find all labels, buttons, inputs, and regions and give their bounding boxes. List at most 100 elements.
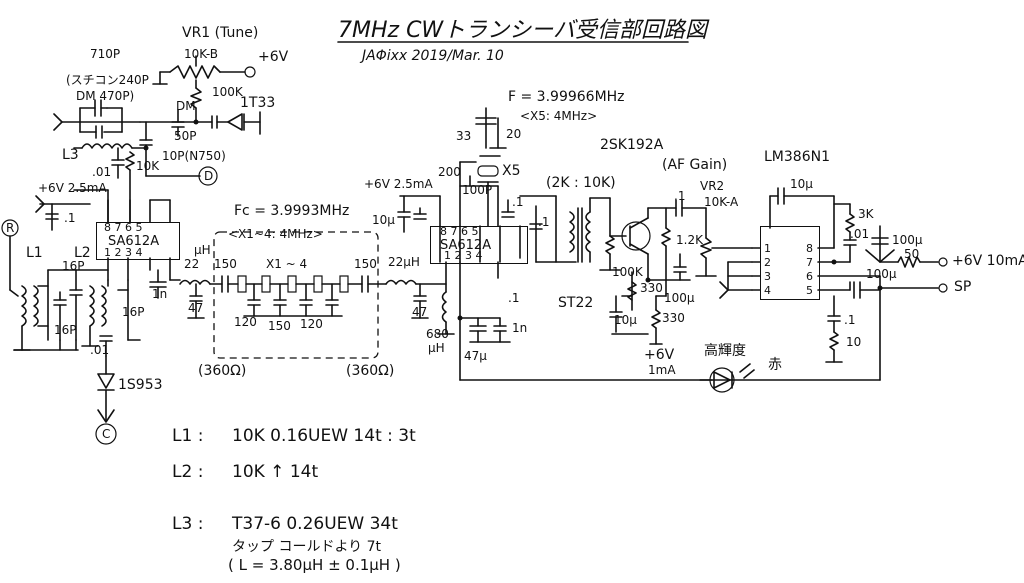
note-l2-value: 10K ↑ 14t <box>232 462 319 482</box>
c1-mid-a-label: .1 <box>512 195 524 209</box>
l3-label: L3 <box>62 147 79 163</box>
lm386-pin7: 7 <box>806 256 813 269</box>
c150p-b-label: 150 <box>354 257 377 271</box>
fc-label: Fc = 3.9993MHz <box>234 203 350 219</box>
r100k-fet-label: 100K <box>612 265 643 279</box>
c710p-label: 710P <box>90 47 121 61</box>
c1-mid-b-label: .1 <box>538 215 550 229</box>
c1-lm-label: .1 <box>844 313 856 327</box>
ind-680-label: 680 <box>426 327 449 341</box>
c1-left-label: .1 <box>64 211 76 225</box>
note-l3-inductance: ( L = 3.80μH ± 0.1μH ) <box>228 556 401 574</box>
ic-sa612a-1 <box>96 222 180 260</box>
c10u-lm-label: 10μ <box>790 177 813 191</box>
fet-label: 2SK192A <box>600 137 664 153</box>
author-date: JAΦixx 2019/Mar. 10 <box>362 48 504 64</box>
c01-bottom-label: .01 <box>90 343 110 357</box>
c120p-a-label: 120 <box>234 315 257 329</box>
c1n-left-label: 1n <box>152 287 168 301</box>
lm386-pin8: 8 <box>806 242 813 255</box>
note-l3-name: L3 : <box>172 514 204 534</box>
x5-spec-label: <X5: 4MHz> <box>520 109 598 123</box>
c01-lm-label: .01 <box>850 227 870 241</box>
supply-right-label: +6V 10mA <box>952 253 1024 269</box>
r330-b-label: 330 <box>662 311 685 325</box>
note-l2-name: L2 : <box>172 462 204 482</box>
c100p-label: 100P <box>462 183 493 197</box>
node-c: C <box>102 427 111 441</box>
c16p-a-label: 16P <box>62 259 85 273</box>
led-label: 高輝度 <box>704 343 746 359</box>
schematic-title: 7MHz CWトランシーバ受信部回路図 <box>338 18 707 43</box>
note-l3-tap: タップ コールドより 7t <box>232 539 382 555</box>
dm-label: DM <box>176 99 196 113</box>
c47p-a-label: 47 <box>188 301 204 315</box>
vr1-label: VR1 (Tune) <box>182 25 259 41</box>
c100u-fet-label: 100μ <box>664 291 695 305</box>
c150p-a-label: 150 <box>214 257 237 271</box>
c1-mid-c-label: .1 <box>508 291 520 305</box>
ind-680-unit: μH <box>428 341 445 355</box>
x1to4-label: X1 ~ 4 <box>266 257 308 271</box>
c120p-b-label: 120 <box>300 317 323 331</box>
x5-label: X5 <box>502 163 521 179</box>
ic1-pins-bottom: 1 2 3 4 <box>104 246 143 259</box>
r10k-left-label: 10K <box>136 159 160 173</box>
ic1-label: SA612A <box>108 234 160 249</box>
led-color-label: 赤 <box>768 357 782 373</box>
ic2-label: SA612A <box>440 238 492 253</box>
c01-left-label: .01 <box>92 165 112 179</box>
supply-fet-label: +6V <box>644 347 675 363</box>
lm386-label: LM386N1 <box>764 149 830 165</box>
ic1-pins-top: 8 7 6 5 <box>104 221 143 234</box>
supply-left-label: +6V 2.5mA <box>38 181 107 195</box>
ic2-pins-top: 8 7 6 5 <box>440 225 479 238</box>
supply-fet-current: 1mA <box>648 363 676 377</box>
c1-fet-label: .1 <box>674 189 686 203</box>
st22-label: ST22 <box>558 295 594 311</box>
c47u-label: 47μ <box>464 349 487 363</box>
c100u-b-label: 100μ <box>866 267 897 281</box>
c200p-label: 200 <box>438 165 461 179</box>
ic2-pins-bottom: 1 2 3 4 <box>444 249 483 262</box>
c1n-right-label: 1n <box>512 321 528 335</box>
ic-lm386 <box>760 226 820 300</box>
r100k-top: 100K <box>212 85 243 99</box>
ind-22uh-a-unit: μH <box>194 243 211 257</box>
diode-1t33-label: 1T33 <box>240 95 276 111</box>
r50-label: 50 <box>904 247 920 261</box>
node-d: D <box>204 169 214 183</box>
c20p-label: 20 <box>506 127 522 141</box>
c10p-n750-label: 10P(N750) <box>162 149 226 163</box>
note-l3-value: T37-6 0.26UEW 34t <box>232 514 398 534</box>
r1k-fet-label: 1.2K <box>676 233 703 247</box>
vr1-value: 10K-B <box>184 47 219 61</box>
f-x5-label: F = 3.99966MHz <box>508 89 625 105</box>
vr2-label: VR2 <box>700 179 725 193</box>
c10u-fet-label: 10μ <box>614 313 637 327</box>
note-l1-name: L1 : <box>172 426 204 446</box>
antenna-node: R <box>6 221 15 235</box>
impedance-left-label: (360Ω) <box>198 363 247 379</box>
impedance-right-label: (360Ω) <box>346 363 395 379</box>
af-gain-label: (AF Gain) <box>662 157 728 173</box>
ic-sa612a-2 <box>430 226 528 264</box>
note-l1-value: 10K 0.16UEW 14t : 3t <box>232 426 416 446</box>
c50p-label: 50P <box>174 129 197 143</box>
transformer-ratio-label: (2K : 10K) <box>546 175 616 191</box>
lm386-pin3: 3 <box>764 270 771 283</box>
lm386-pin4: 4 <box>764 284 771 297</box>
lm386-pin6: 6 <box>806 270 813 283</box>
l2-label: L2 <box>74 245 91 261</box>
c-styro-label: (スチコン240P <box>66 73 149 87</box>
c16p-c-label: 16P <box>122 305 145 319</box>
c10u-label: 10μ <box>372 213 395 227</box>
r3k-label: 3K <box>858 207 874 221</box>
r10-lm-label: 10 <box>846 335 862 349</box>
vr2-value: 10K-A <box>704 195 739 209</box>
lm386-pin1: 1 <box>764 242 771 255</box>
c100u-a-label: 100μ <box>892 233 923 247</box>
supply-6v-top: +6V <box>258 49 289 65</box>
c47p-b-label: 47 <box>412 305 428 319</box>
